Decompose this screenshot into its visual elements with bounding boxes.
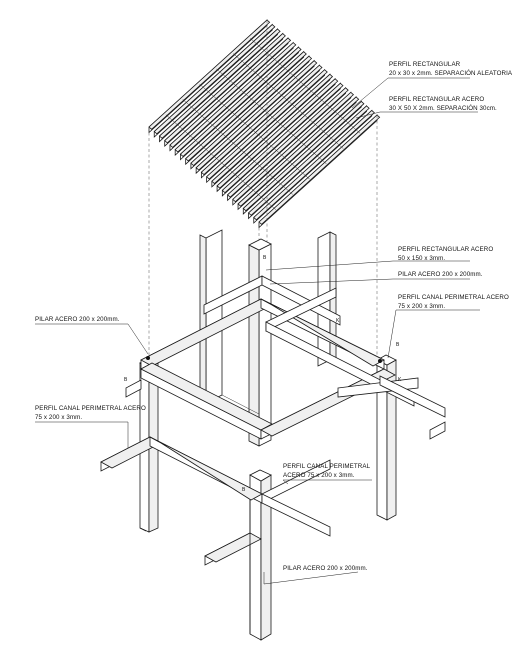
marker-b-right: B xyxy=(396,342,400,348)
pillar-right xyxy=(376,354,397,521)
roof-batten xyxy=(165,114,277,210)
label-pilar-bottom: PILAR ACERO 200 x 200mm. xyxy=(283,565,368,572)
marker-b-left: B xyxy=(124,377,128,383)
roof-slat-top xyxy=(179,46,302,157)
roof-slat-top xyxy=(148,19,271,130)
roof-batten xyxy=(199,83,310,180)
roof-slat-top xyxy=(221,82,344,194)
roof-slat-top xyxy=(211,73,334,185)
cross-beams xyxy=(125,275,419,407)
roof-slat-top xyxy=(206,69,328,180)
roof-slat-top xyxy=(185,51,307,162)
label-rect-50-l2: 50 x 150 x 3mm. xyxy=(398,255,445,262)
roof-slat-top xyxy=(258,114,381,225)
marker-b-bottom: B xyxy=(242,487,246,493)
roof-slat-top xyxy=(237,96,360,207)
roof-slat-top xyxy=(242,100,365,212)
roof-slat-top xyxy=(164,33,286,144)
roof-slat-top xyxy=(253,109,375,221)
roof-slat-top xyxy=(169,37,292,148)
left-wall-panel xyxy=(199,229,260,415)
label-canal-center-l1: PERFIL CANAL PERIMETRAL xyxy=(283,463,371,470)
marker-dot-left xyxy=(146,356,150,360)
steel-structure: B B B B K K xyxy=(100,229,446,641)
pillar-front xyxy=(249,469,272,641)
roof-slat-top xyxy=(153,23,276,135)
leader-lines xyxy=(35,77,480,585)
roof-slat-top xyxy=(158,28,281,139)
section-markers: B B B B K K xyxy=(124,255,402,493)
roof-batten xyxy=(249,38,361,134)
marker-k-right: K xyxy=(398,377,402,383)
roof-batten xyxy=(182,99,293,195)
roof-slat-panel xyxy=(148,19,381,229)
label-rect-30-l1: PERFIL RECTANGULAR ACERO xyxy=(389,96,484,103)
pillar-back xyxy=(248,238,272,447)
label-rect-20-l1: PERFIL RECTANGULAR xyxy=(389,61,461,68)
annotation-labels: PERFIL RECTANGULAR 20 x 30 x 2mm. SEPARA… xyxy=(35,61,513,572)
marker-dot-right xyxy=(378,359,382,363)
label-pilar-top: PILAR ACERO 200 x 200mm. xyxy=(398,271,483,278)
label-canal-center-l2: ACERO 75 x 200 x 3mm. xyxy=(283,472,355,479)
roof-batten xyxy=(233,53,344,149)
roof-slat-top xyxy=(200,64,323,176)
label-canal-left-l1: PERFIL CANAL PERIMETRAL ACERO xyxy=(35,405,146,412)
roof-slat-top xyxy=(216,78,339,189)
roof-slat-top xyxy=(247,105,370,216)
label-rect-50-l1: PERFIL RECTANGULAR ACERO xyxy=(398,246,493,253)
label-pilar-left: PILAR ACERO 200 x 200mm. xyxy=(35,316,120,323)
label-canal-left-l2: 75 x 200 x 3mm. xyxy=(35,414,82,421)
label-rect-20-l2: 20 x 30 x 2mm. SEPARACIÓN ALEATORIA xyxy=(389,70,513,77)
posts xyxy=(139,500,251,634)
roof-slat-top xyxy=(174,42,297,153)
roof-slat-top xyxy=(232,91,355,203)
label-canal-right-l2: 75 x 200 x 3mm. xyxy=(398,303,445,310)
roof-slat-top xyxy=(195,60,318,171)
roof-slat-top xyxy=(190,55,313,167)
lower-channel-frame xyxy=(100,375,446,566)
marker-b-top: B xyxy=(263,255,267,261)
label-canal-right-l1: PERFIL CANAL PERIMETRAL ACERO xyxy=(398,294,509,301)
label-rect-30-l2: 30 X 50 X 2mm. SEPARACIÓN 30cm. xyxy=(389,105,497,112)
marker-k-top: K xyxy=(336,318,340,324)
roof-batten xyxy=(216,68,327,165)
